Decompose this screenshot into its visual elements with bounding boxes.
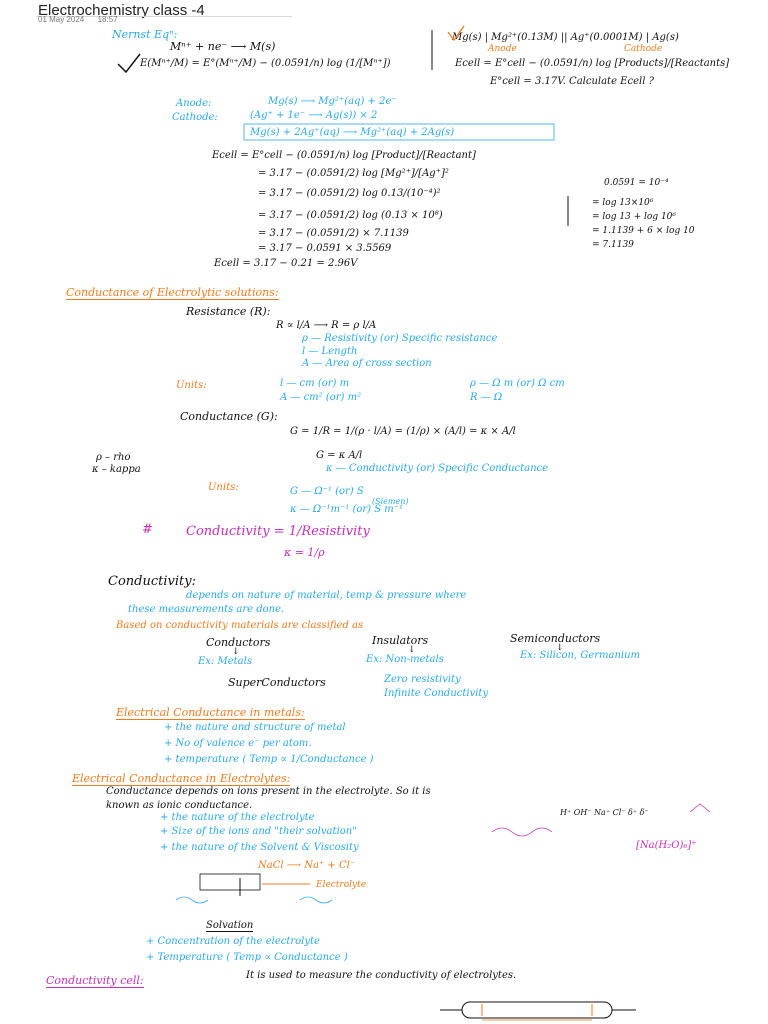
calc-step-3: = 3.17 − (0.0591/2) log 0.13/(10⁻⁴)² xyxy=(258,188,441,199)
example-insulators: Ex: Non-metals xyxy=(366,654,444,665)
calc-step-5: = 3.17 − (0.0591/2) × 7.1139 xyxy=(258,228,409,239)
example-conductors: Ex: Metals xyxy=(198,656,252,667)
hash-mark: # xyxy=(142,522,153,537)
units-conductance: G — Ω⁻¹ (or) S xyxy=(290,486,364,497)
conductivity-cell-tube xyxy=(461,1001,613,1019)
section-heading-conductance: Conductance of Electrolytic solutions: xyxy=(66,286,279,300)
electrolyte-label: Electrolyte xyxy=(316,880,367,890)
given-values: E°cell = 3.17V. Calculate Ecell ? xyxy=(490,76,654,87)
arrow-insulators: ↓ xyxy=(408,645,416,655)
hydrated-complex: [Na(H₂O)₆]⁺ xyxy=(636,840,697,851)
electrolytes-item-3: + the nature of the Solvent & Viscosity xyxy=(160,842,359,853)
class-superconductors: SuperConductors xyxy=(228,676,326,689)
conductivity-line-1: depends on nature of material, temp & pr… xyxy=(186,590,467,601)
metals-item-2: + No of valence e⁻ per atom. xyxy=(164,738,312,749)
side-calc-1: 0.0591 = 10⁻⁴ xyxy=(604,178,669,188)
class-conductors: Conductors xyxy=(206,636,271,649)
calc-step-1: Ecell = E°cell − (0.0591/n) log [Product… xyxy=(212,150,476,161)
siemens-note: (Siemen) xyxy=(372,497,409,506)
cell-notation: Mg(s) | Mg²⁺(0.13M) || Ag⁺(0.0001M) | Ag… xyxy=(452,32,679,43)
area-definition: A — Area of cross section xyxy=(302,358,432,369)
calc-step-6: = 3.17 − 0.0591 × 3.5569 xyxy=(258,243,392,254)
conductivity-line-2: these measurements are done. xyxy=(128,604,285,615)
superconductor-property-2: Infinite Conductivity xyxy=(384,688,489,699)
conductivity-definition: Conductivity = 1/Resistivity xyxy=(186,524,370,539)
units-label-2: Units: xyxy=(208,482,239,493)
conductance-label: Conductance (G): xyxy=(180,410,278,423)
kappa-note: κ – kappa xyxy=(92,464,141,475)
units-length: l — cm (or) m xyxy=(280,378,350,389)
ions-sketch xyxy=(175,896,333,904)
units-label: Units: xyxy=(176,380,207,391)
water-molecule-sketch xyxy=(689,803,711,813)
kappa-equation: κ = 1/ρ xyxy=(284,546,325,559)
electrolyte-box xyxy=(199,873,261,891)
calc-step-7: Ecell = 3.17 − 0.21 = 2.96V xyxy=(214,258,358,269)
rho-definition: ρ — Resistivity (or) Specific resistance xyxy=(302,333,498,344)
page-date: 01 May 2024 18:57 xyxy=(38,15,118,24)
electrolytes-item-2: + Size of the ions and "their solvation" xyxy=(160,826,357,837)
solvation-label: Solvation xyxy=(206,920,254,932)
checkmark-icon-orange xyxy=(447,25,465,42)
electrolytes-item-5: + Temperature ( Temp ∝ Conductance ) xyxy=(146,952,348,963)
conductance-equation: G = 1/R = 1/(ρ · l/A) = (1/ρ) × (A/l) = … xyxy=(290,426,516,437)
kappa-definition: κ — Conductivity (or) Specific Conductan… xyxy=(326,463,549,474)
class-semiconductors: Semiconductors xyxy=(510,632,601,645)
electrolytes-item-1: + the nature of the electrolyte xyxy=(160,812,315,823)
nacl-dissociation: NaCl ⟶ Na⁺ + Cl⁻ xyxy=(258,860,356,871)
classification-line: Based on conductivity materials are clas… xyxy=(116,620,364,631)
page-title: Electrochemistry class -4 xyxy=(38,2,205,19)
nernst-equation: E(Mⁿ⁺/M) = E°(Mⁿ⁺/M) − (0.0591/n) log (1… xyxy=(140,58,391,69)
units-area: A — cm² (or) m² xyxy=(280,392,362,403)
solvation-sketch xyxy=(491,827,553,837)
metals-item-3: + temperature ( Temp ∝ 1/Conductance ) xyxy=(164,754,374,765)
resistance-equation: R ∝ l/A ⟶ R = ρ l/A xyxy=(276,320,377,331)
nernst-label: Nernst Eqⁿ: xyxy=(112,28,178,41)
header-divider xyxy=(36,16,292,17)
side-calc-2: = log 13×10⁶ xyxy=(592,198,654,208)
rho-note: ρ – rho xyxy=(96,452,131,463)
resistance-label: Resistance (R): xyxy=(186,305,271,318)
nernst-reaction: Mⁿ⁺ + ne⁻ ⟶ M(s) xyxy=(170,40,276,53)
anode-reaction: Mg(s) ⟶ Mg²⁺(aq) + 2e⁻ xyxy=(268,96,397,107)
cell-equation: Ecell = E°cell − (0.0591/n) log [Product… xyxy=(455,58,730,69)
metals-item-1: + the nature and structure of metal xyxy=(164,722,346,733)
checkmark-icon xyxy=(117,53,141,74)
section-heading-conductivity-cell: Conductivity cell: xyxy=(46,974,144,988)
anode-tag: Anode xyxy=(488,44,517,54)
overall-reaction: Mg(s) + 2Ag⁺(aq) ⟶ Mg²⁺(aq) + 2Ag(s) xyxy=(250,127,455,138)
electrolytes-line-1: Conductance depends on ions present in t… xyxy=(106,786,431,797)
side-calc-4: = 1.1139 + 6 × log 10 xyxy=(592,226,695,236)
cathode-tag: Cathode xyxy=(624,44,663,54)
arrow-conductors: ↓ xyxy=(232,647,240,657)
superconductor-property-1: Zero resistivity xyxy=(384,674,461,685)
cathode-reaction: (Ag⁺ + 1e⁻ ⟶ Ag(s)) × 2 xyxy=(250,110,378,121)
section-heading-metals: Electrical Conductance in metals: xyxy=(116,706,305,720)
units-resistance: R — Ω xyxy=(470,392,503,403)
calc-step-2: = 3.17 − (0.0591/2) log [Mg²⁺]/[Ag⁺]² xyxy=(258,168,449,179)
electrolytes-item-4: + Concentration of the electrolyte xyxy=(146,936,320,947)
ions-sketch-label: H⁺ OH⁻ Na⁺ Cl⁻ δ⁺ δ⁻ xyxy=(560,808,649,817)
g-kappa-equation: G = κ A/l xyxy=(316,450,363,461)
anode-label: Anode: xyxy=(176,98,212,109)
units-rho: ρ — Ω m (or) Ω cm xyxy=(470,378,565,389)
side-calc-5: = 7.1139 xyxy=(592,240,634,250)
electrolytes-line-2: known as ionic conductance. xyxy=(106,800,253,811)
class-insulators: Insulators xyxy=(372,634,429,647)
calc-step-4: = 3.17 − (0.0591/2) log (0.13 × 10⁸) xyxy=(258,210,443,221)
section-heading-electrolytes: Electrical Conductance in Electrolytes: xyxy=(72,772,291,786)
arrow-semiconductors: ↓ xyxy=(556,643,564,653)
side-calc-3: = log 13 + log 10⁶ xyxy=(592,212,677,222)
conductivity-cell-description: It is used to measure the conductivity o… xyxy=(246,970,517,981)
section-heading-conductivity: Conductivity: xyxy=(108,574,196,589)
cathode-label: Cathode: xyxy=(172,112,218,123)
units-conductivity: κ — Ω⁻¹m⁻¹ (or) S m⁻¹ xyxy=(290,504,404,515)
overall-reaction-box xyxy=(243,123,555,141)
example-semiconductors: Ex: Silicon, Germanium xyxy=(520,650,641,661)
length-definition: l — Length xyxy=(302,346,358,357)
